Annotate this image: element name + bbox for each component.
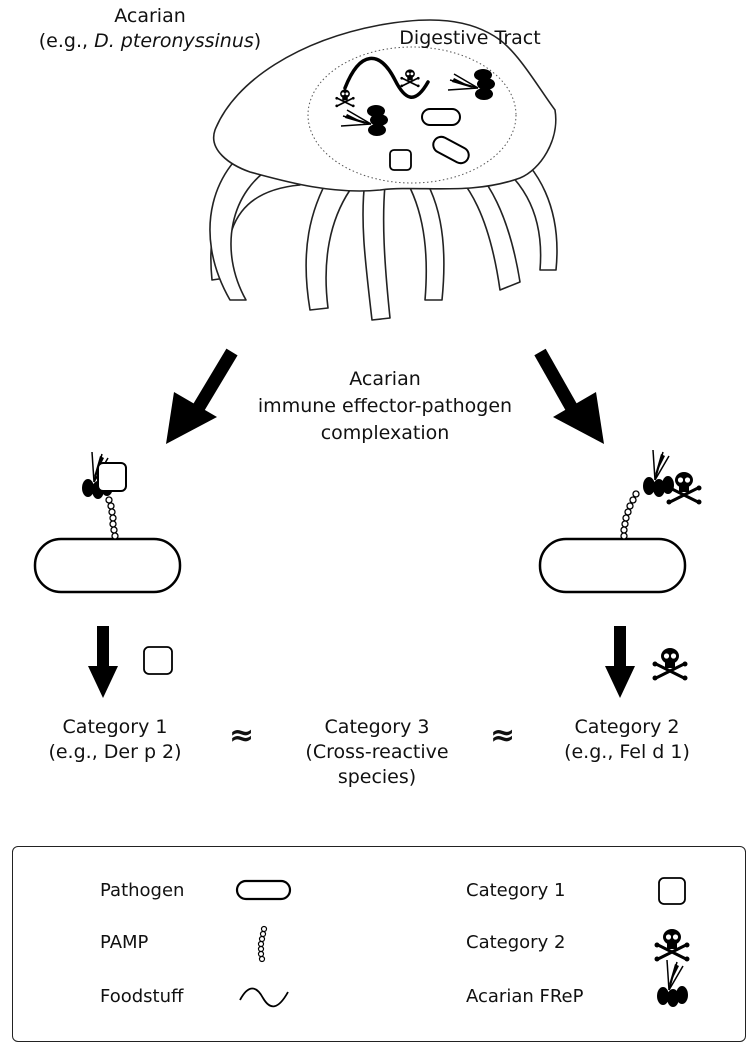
pamp-icon — [620, 490, 640, 540]
approx-symbol-right: ≈ — [490, 718, 516, 753]
arrow-icon — [166, 348, 238, 444]
foodstuff-icon — [239, 987, 289, 1008]
legend-category2-label: Category 2 — [466, 932, 566, 953]
category1-label: Category 1 (e.g., Der p 2) — [48, 716, 182, 763]
legend-pamp-label: PAMP — [100, 932, 149, 953]
acarian-label: Acarian (e.g., D. pteronyssinus) — [30, 4, 270, 54]
legend-box — [12, 846, 746, 1042]
category1-icon — [389, 149, 412, 171]
arrow-icon — [88, 626, 118, 698]
approx-symbol-left: ≈ — [229, 718, 255, 753]
legend-foodstuff-label: Foodstuff — [100, 986, 184, 1007]
pathogen-icon — [432, 135, 470, 165]
pamp-icon — [105, 496, 119, 540]
pathogen-icon — [421, 108, 461, 126]
legend-category1-label: Category 1 — [466, 880, 566, 901]
arrow-icon — [605, 626, 635, 698]
pathogen-icon — [538, 537, 687, 594]
foodstuff-icon — [343, 56, 430, 99]
pamp-icon — [257, 925, 268, 963]
category3-label: Category 3 (Cross-reactive species) — [305, 716, 449, 788]
legend-pathogen-label: Pathogen — [100, 880, 185, 901]
category2-skull-icon — [651, 646, 689, 682]
pathogen-icon — [235, 879, 292, 901]
acarian-title: Acarian — [114, 5, 186, 27]
acarian-example: (e.g., D. pteronyssinus) — [38, 30, 262, 52]
category1-icon — [143, 646, 173, 675]
category2-skull-icon — [665, 470, 703, 506]
complexation-label: Acarian immune effector-pathogen complex… — [257, 368, 513, 444]
category2-label: Category 2 (e.g., Fel d 1) — [564, 716, 690, 763]
category1-icon — [658, 877, 686, 905]
digestive-tract-label: Digestive Tract — [399, 27, 541, 49]
arrow-icon — [534, 348, 604, 444]
category1-icon — [97, 462, 127, 492]
digestive-tract-outline — [307, 46, 517, 184]
pathogen-icon — [33, 537, 182, 594]
legend-frep-label: Acarian FReP — [466, 986, 584, 1007]
mite-icon — [209, 19, 558, 321]
